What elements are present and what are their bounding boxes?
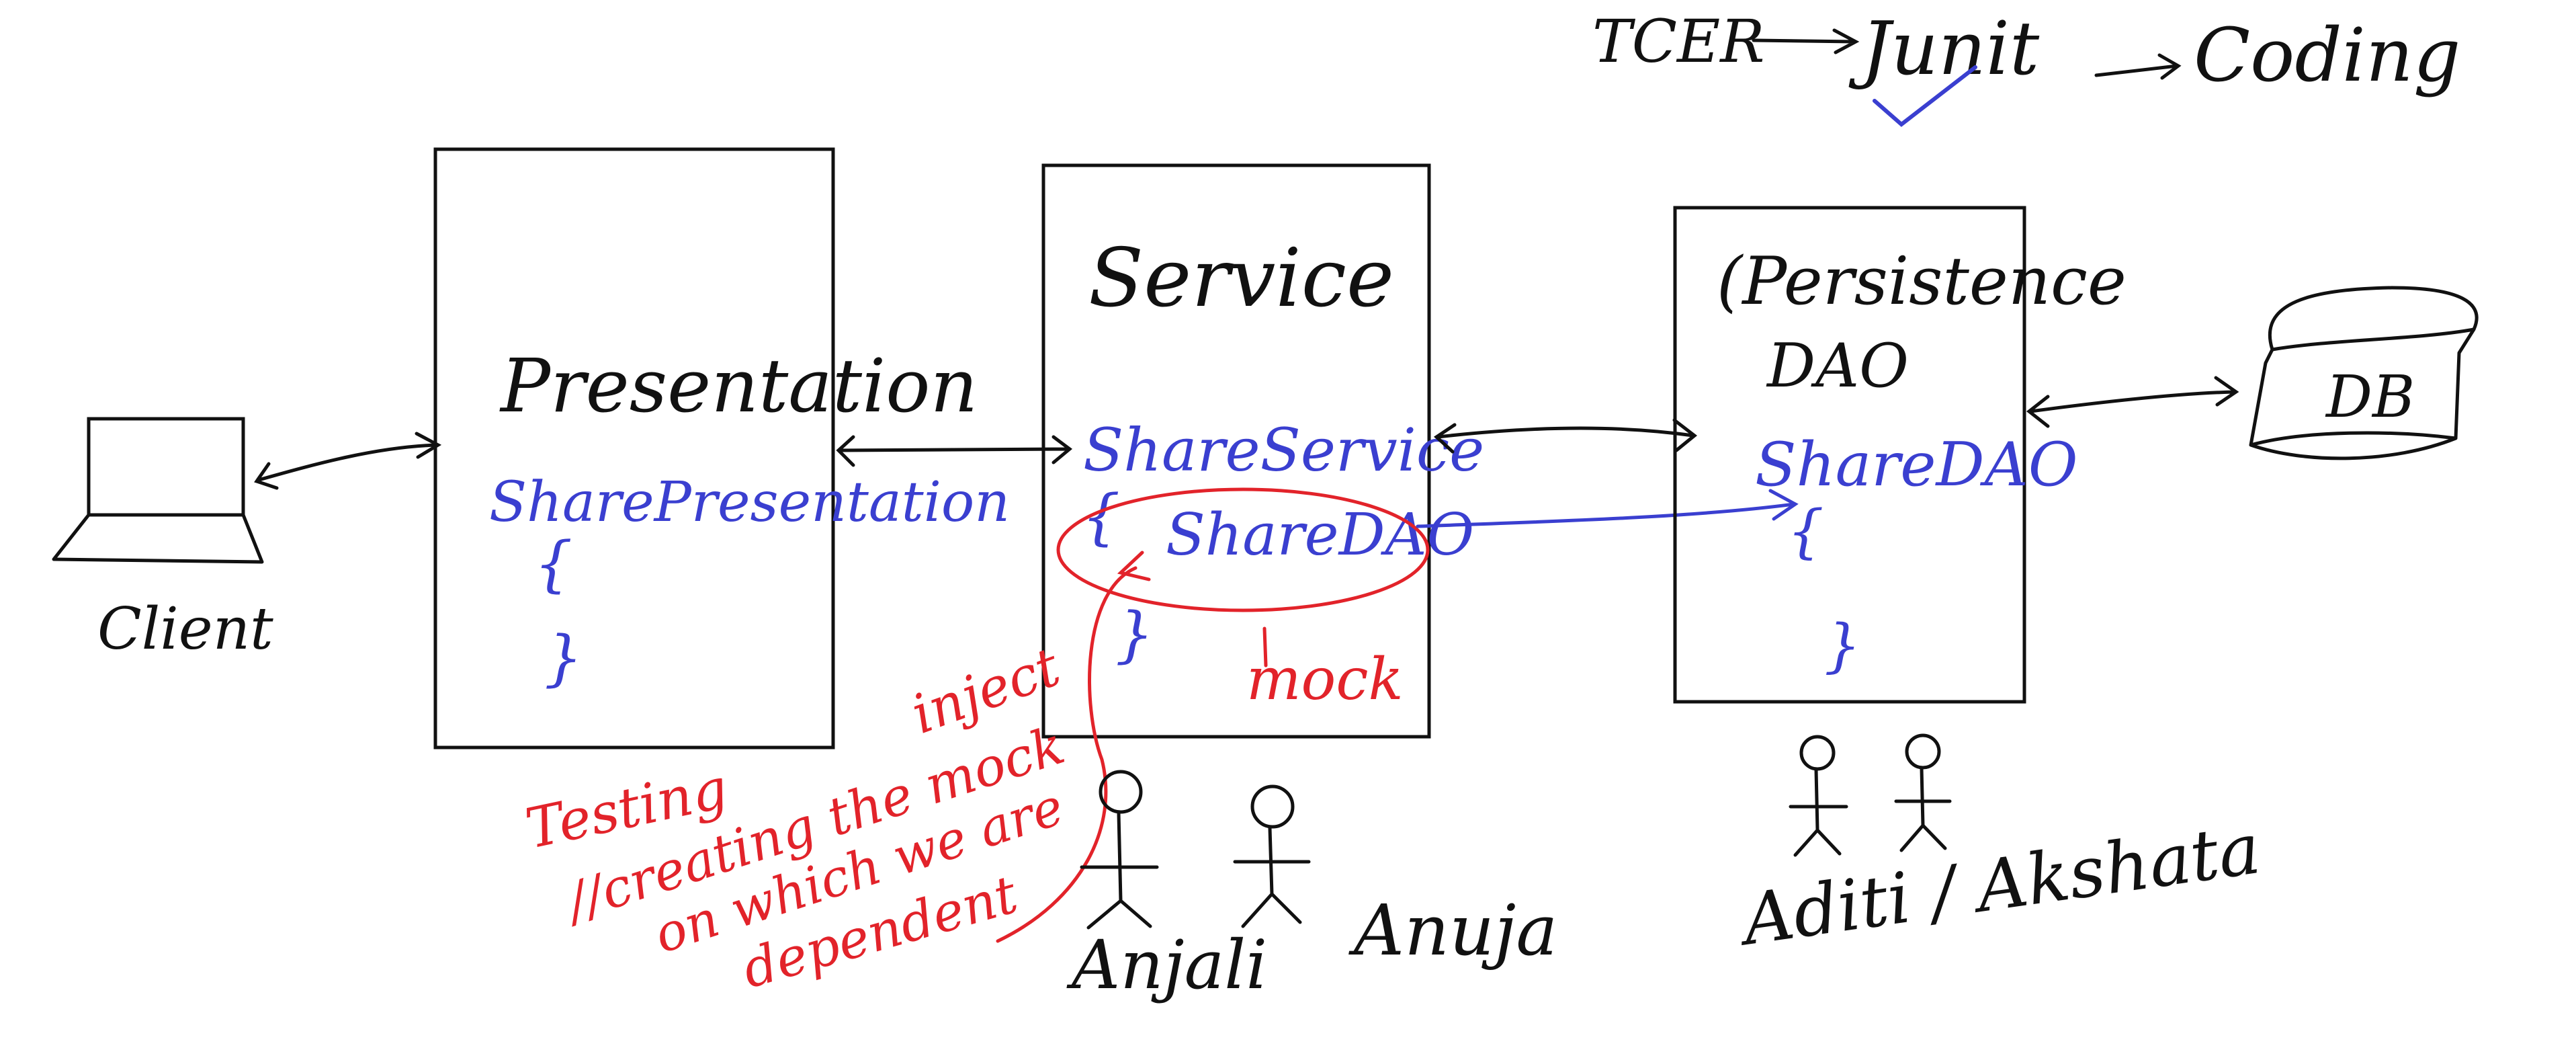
persistence-subtitle: DAO bbox=[1766, 331, 1909, 401]
dao-link-arrow bbox=[1416, 489, 1799, 528]
service-layer: Service ShareService { ShareDAO } mock bbox=[1041, 163, 1484, 739]
persistence-close-brace: } bbox=[1824, 612, 1861, 680]
arrow-presentation-service bbox=[836, 435, 1073, 467]
persistence-title: (Persistence bbox=[1717, 243, 2127, 320]
flow-step-tcer: TCER bbox=[1592, 7, 1765, 76]
flow-step-coding: Coding bbox=[2194, 12, 2460, 98]
client-label: Client bbox=[97, 596, 273, 663]
persistence-open-brace: { bbox=[1787, 498, 1824, 565]
shared-dao-highlight bbox=[1056, 487, 1430, 612]
persistence-class: ShareDAO bbox=[1755, 430, 2078, 500]
person-icon bbox=[1233, 784, 1311, 928]
persistence-team: Aditi / Akshata bbox=[1733, 733, 2266, 962]
service-box bbox=[1041, 163, 1431, 739]
persistence-layer: (Persistence DAO ShareDAO { } bbox=[1673, 206, 2127, 704]
database-lid bbox=[2272, 327, 2475, 352]
service-close-brace: } bbox=[1115, 600, 1154, 670]
presentation-open-brace: { bbox=[534, 529, 572, 600]
presentation-layer: Presentation SharePresentation { } bbox=[433, 147, 1010, 749]
service-field: ShareDAO bbox=[1166, 501, 1474, 569]
client: Client bbox=[52, 417, 273, 663]
presentation-title: Presentation bbox=[499, 343, 978, 429]
person-icon bbox=[1080, 770, 1159, 930]
service-title: Service bbox=[1088, 232, 1394, 325]
arrow-client-presentation bbox=[254, 432, 442, 490]
service-team: Anjali Anuja bbox=[1066, 770, 1557, 1004]
presentation-box bbox=[433, 147, 835, 749]
person-name-anuja: Anuja bbox=[1348, 889, 1557, 971]
presentation-class: SharePresentation bbox=[489, 471, 1010, 534]
db-label: DB bbox=[2325, 364, 2415, 431]
presentation-close-brace: } bbox=[544, 623, 583, 694]
service-class: ShareService bbox=[1083, 415, 1484, 485]
mock-note: mock bbox=[1246, 646, 1404, 713]
person-icon bbox=[1894, 733, 1952, 852]
laptop-base bbox=[52, 514, 264, 564]
database-icon bbox=[2249, 286, 2479, 460]
flow-arrow-2 bbox=[2094, 53, 2182, 80]
laptop-icon bbox=[87, 417, 245, 517]
person-icon bbox=[1789, 735, 1848, 857]
title-flow: TCER Junit Coding bbox=[1592, 5, 2460, 127]
arrow-service-persistence bbox=[1433, 418, 1698, 454]
testing-annotation: inject Testing //creating the mock on wh… bbox=[520, 551, 1151, 1000]
junit-checkmark bbox=[1873, 65, 1977, 127]
persistence-team-names: Aditi / Akshata bbox=[1733, 807, 2266, 962]
database-base bbox=[2250, 431, 2456, 447]
flow-arrow-1 bbox=[1752, 28, 1860, 54]
flow-step-junit: Junit bbox=[1848, 5, 2040, 91]
mock-arrow bbox=[1262, 626, 1268, 667]
persistence-box bbox=[1673, 206, 2026, 704]
person-name-anjali: Anjali bbox=[1066, 926, 1267, 1004]
arrow-persistence-db bbox=[2026, 376, 2239, 428]
database: DB bbox=[2249, 286, 2479, 460]
inject-arrow bbox=[996, 551, 1151, 943]
